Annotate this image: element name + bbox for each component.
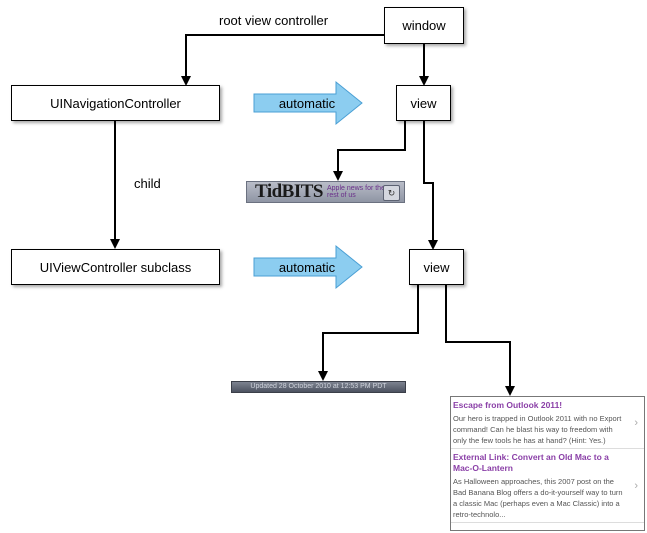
view-box-top: view <box>396 85 451 121</box>
automatic-label-bottom: automatic <box>278 259 336 275</box>
article-summary: Our hero is trapped in Outlook 2011 with… <box>453 414 622 445</box>
article-summary: As Halloween approaches, this 2007 post … <box>453 477 623 519</box>
nav-controller-box: UINavigationController <box>11 85 220 121</box>
view-controller-box: UIViewController subclass <box>11 249 220 285</box>
chevron-right-icon: › <box>634 416 638 429</box>
updated-toolbar: Updated 28 October 2010 at 12:53 PM PDT <box>231 381 406 393</box>
automatic-label-top: automatic <box>278 95 336 111</box>
window-box: window <box>384 7 464 44</box>
automatic-arrow-top <box>253 80 363 126</box>
root-view-controller-label: root view controller <box>219 13 329 28</box>
list-item[interactable]: External Link: Convert an Old Mac to a M… <box>451 449 644 523</box>
chevron-right-icon: › <box>634 479 638 492</box>
tidbits-tagline: Apple news for the rest of us <box>326 185 385 199</box>
view-articles-connector <box>445 285 515 396</box>
tidbits-banner: TidBITS Apple news for the rest of us ↻ <box>246 181 405 203</box>
article-title: External Link: Convert an Old Mac to a M… <box>453 452 609 473</box>
child-label: child <box>134 176 161 191</box>
article-list: Escape from Outlook 2011! Our hero is tr… <box>450 396 645 531</box>
automatic-arrow-bottom <box>253 244 363 290</box>
view-toolbar-connector <box>318 285 419 381</box>
root-view-controller-connector <box>181 34 384 86</box>
view-view-connector <box>423 121 438 250</box>
refresh-icon[interactable]: ↻ <box>383 185 400 201</box>
view-banner-connector <box>333 121 406 181</box>
article-title: Escape from Outlook 2011! <box>453 400 563 410</box>
view-box-bottom: view <box>409 249 464 285</box>
tidbits-logo: TidBITS <box>255 181 323 202</box>
list-item[interactable]: Escape from Outlook 2011! Our hero is tr… <box>451 397 644 449</box>
